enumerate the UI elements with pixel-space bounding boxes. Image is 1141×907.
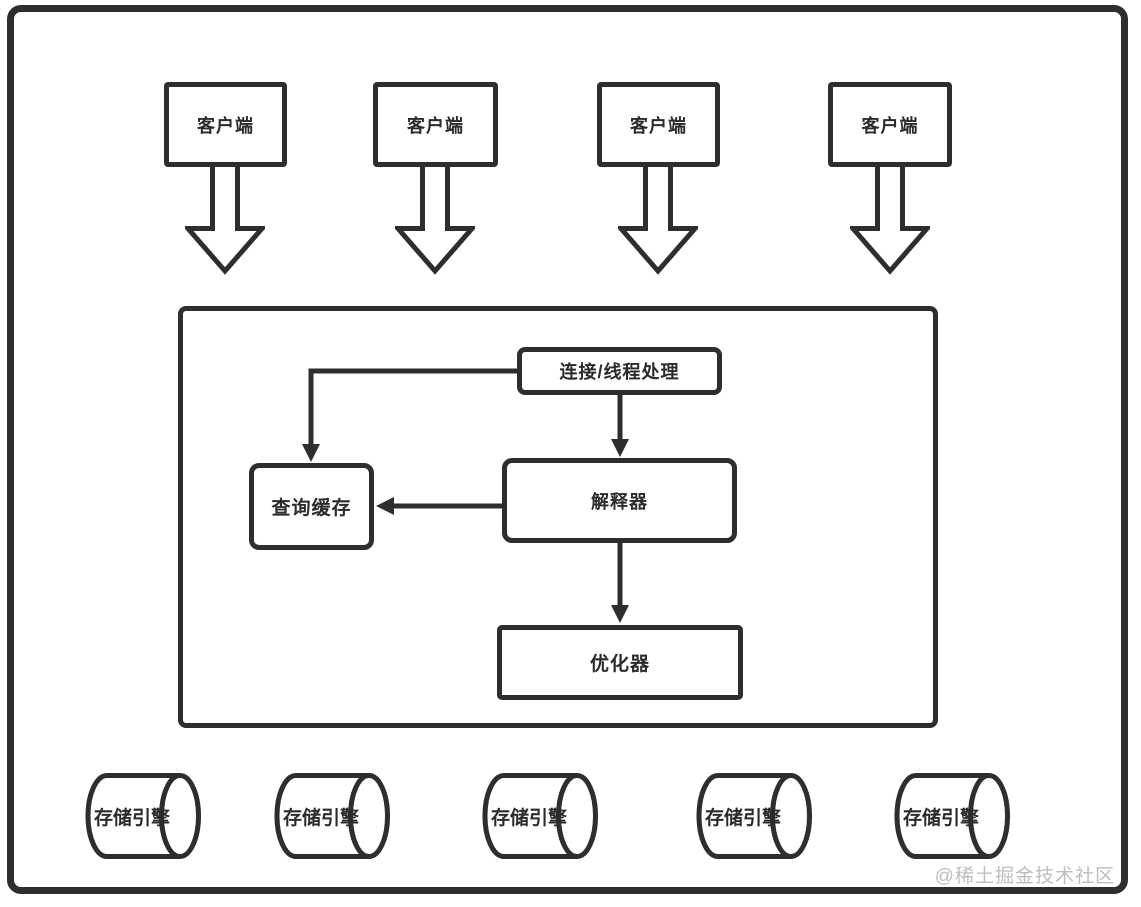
block-down-arrow-icon [850, 165, 930, 275]
storage-engine-label: 存储引擎 [490, 807, 567, 829]
block-down-arrow-icon [618, 165, 698, 275]
watermark: @稀土掘金技术社区 [934, 866, 1115, 887]
storage-engine-label: 存储引擎 [704, 807, 781, 829]
client-node-4: 客户端 [828, 82, 952, 167]
client-node-label: 客户端 [630, 115, 687, 136]
client-node-3: 客户端 [597, 82, 720, 167]
block-down-arrow-icon [395, 165, 475, 275]
optimizer-label: 优化器 [589, 654, 650, 675]
storage-engine-node-1: 存储引擎 [83, 772, 202, 860]
storage-engine-label: 存储引擎 [282, 807, 359, 829]
client-node-label: 客户端 [861, 115, 919, 136]
storage-engine-node-3: 存储引擎 [480, 772, 599, 860]
parser-node: 解释器 [502, 458, 737, 543]
cylinder-icon [482, 773, 598, 859]
cylinder-icon [274, 773, 390, 859]
cylinder-icon [696, 773, 812, 859]
block-down-arrow-icon [185, 165, 265, 275]
storage-engine-node-5: 存储引擎 [892, 772, 1011, 860]
connection-thread-label: 连接/线程处理 [559, 362, 680, 382]
connection-thread-node: 连接/线程处理 [517, 347, 722, 395]
diagram-outer-frame [7, 5, 1128, 894]
storage-engine-label: 存储引擎 [93, 807, 170, 829]
client-node-label: 客户端 [407, 115, 464, 136]
storage-engine-node-2: 存储引擎 [272, 772, 391, 860]
cylinder-icon [85, 773, 201, 859]
query-cache-label: 查询缓存 [271, 498, 352, 519]
client-node-1: 客户端 [164, 82, 287, 167]
client-node-2: 客户端 [373, 82, 498, 167]
cylinder-icon [894, 773, 1010, 859]
optimizer-node: 优化器 [497, 625, 743, 700]
parser-label: 解释器 [591, 491, 648, 512]
server-container [178, 306, 938, 728]
client-node-label: 客户端 [197, 115, 254, 136]
storage-engine-node-4: 存储引擎 [694, 772, 813, 860]
query-cache-node: 查询缓存 [249, 463, 374, 550]
storage-engine-label: 存储引擎 [902, 807, 979, 829]
